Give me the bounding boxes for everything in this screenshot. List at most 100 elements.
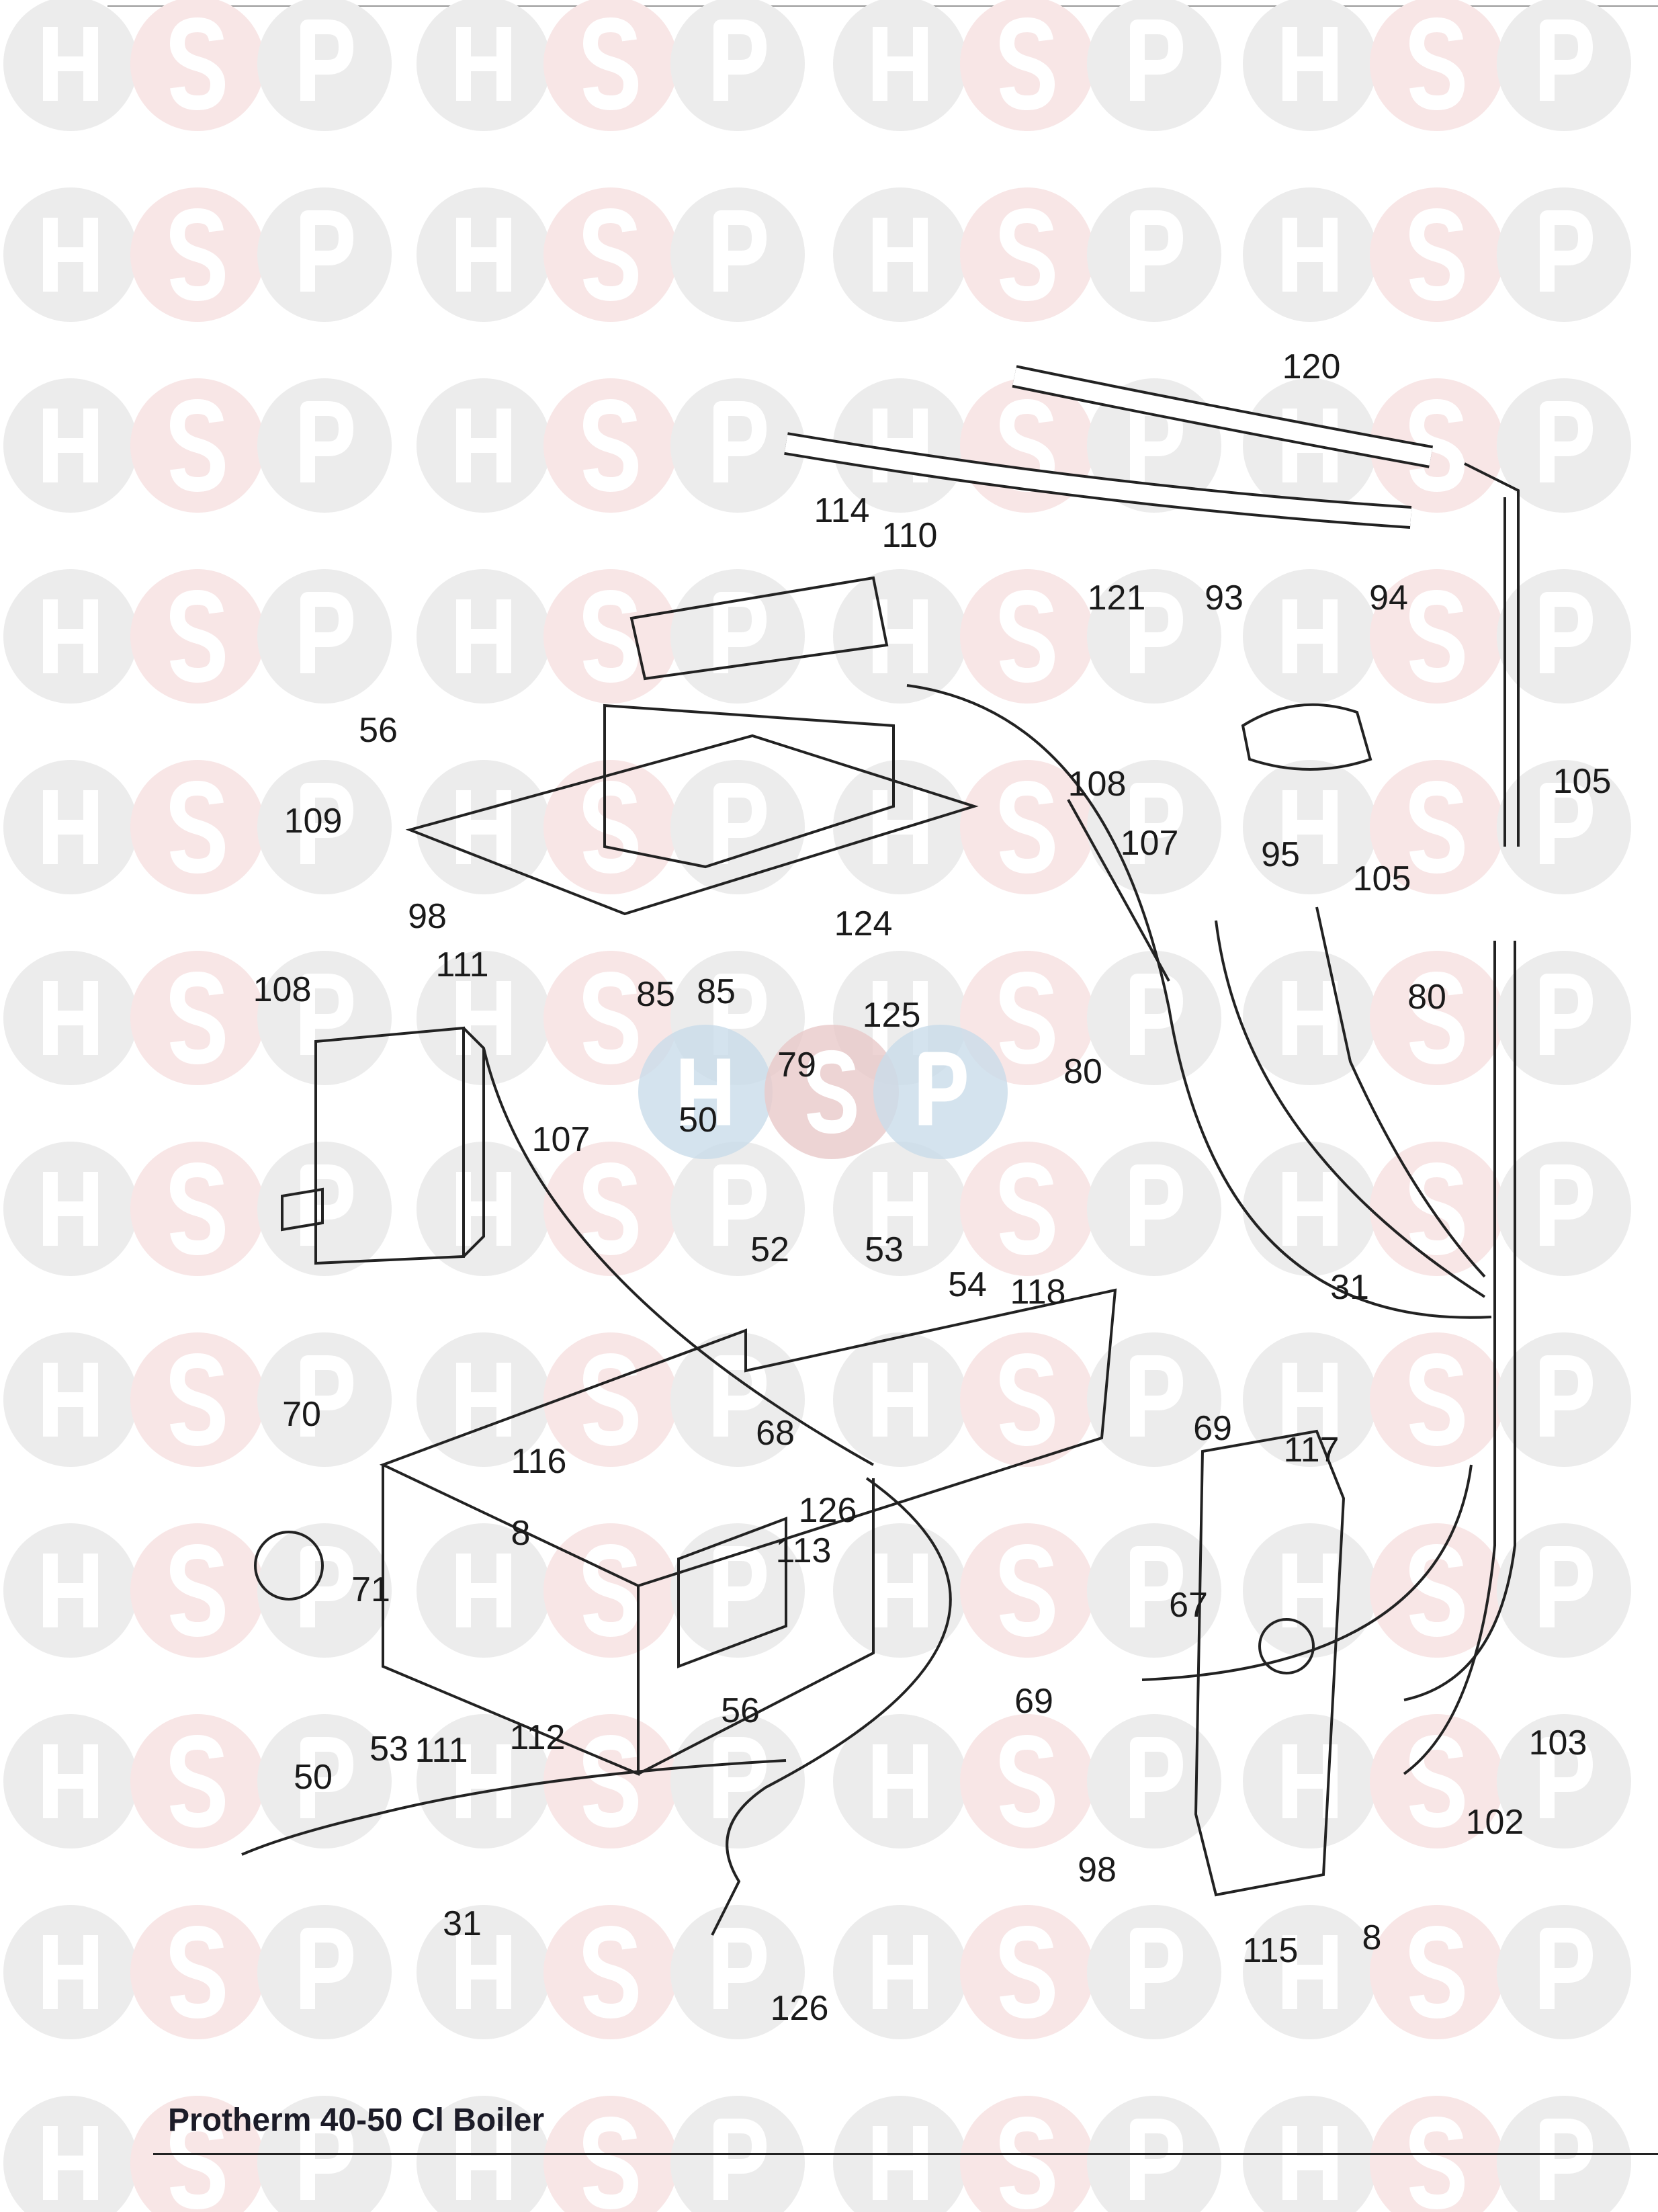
part-label-118[interactable]: 118 [1010, 1273, 1066, 1312]
part-label-31[interactable]: 31 [1330, 1268, 1369, 1307]
part-label-53[interactable]: 53 [369, 1730, 408, 1769]
part-label-93[interactable]: 93 [1205, 579, 1244, 618]
part-label-105[interactable]: 105 [1553, 762, 1612, 801]
watermark-letter-p-shape [1130, 1164, 1183, 1246]
part-label-8[interactable]: 8 [1362, 1918, 1382, 1957]
watermark-letter-h-shape [1282, 1935, 1338, 2009]
part-label-114[interactable]: 114 [814, 491, 870, 530]
part-label-95[interactable]: 95 [1261, 835, 1300, 874]
watermark-letter-s-shape [583, 1544, 638, 1637]
part-label-111[interactable]: 111 [435, 945, 489, 984]
watermark-letter-h-shape [1282, 27, 1338, 101]
part-label-71[interactable]: 71 [351, 1570, 390, 1609]
control-box-window [677, 1517, 787, 1668]
watermark-letter-h-shape [873, 1935, 928, 2009]
watermark-letter-h-shape [456, 1935, 511, 2009]
watermark-letter-p-shape [1130, 2119, 1183, 2200]
part-label-124[interactable]: 124 [834, 904, 893, 943]
watermark-letter-h-shape [1282, 981, 1338, 1055]
part-label-69[interactable]: 69 [1193, 1409, 1232, 1448]
watermark-letter-s-shape [583, 1162, 638, 1255]
watermark-letter-p-shape [713, 1928, 767, 2009]
part-label-109[interactable]: 109 [283, 802, 343, 841]
watermark-letter-p-shape [300, 1164, 353, 1246]
part-label-52[interactable]: 52 [750, 1230, 789, 1269]
watermark-letter-s-shape [1409, 399, 1465, 492]
watermark-letter-s-shape [170, 1544, 225, 1637]
watermark-letter-h-shape [43, 27, 98, 101]
part-label-80[interactable]: 80 [1407, 978, 1446, 1017]
watermark-letter-s-shape [170, 590, 225, 683]
watermark-letter-p-shape [713, 401, 767, 482]
part-label-115[interactable]: 115 [1242, 1931, 1299, 1970]
watermark-letter-h-shape [873, 1172, 928, 1246]
part-label-85[interactable]: 85 [636, 975, 675, 1014]
part-label-108[interactable]: 108 [1067, 765, 1127, 804]
watermark-letter-p-shape [1540, 19, 1593, 101]
part-label-70[interactable]: 70 [282, 1395, 321, 1434]
watermark-letter-s-shape [1000, 1544, 1055, 1637]
part-label-31[interactable]: 31 [443, 1904, 482, 1943]
part-label-68[interactable]: 68 [756, 1414, 795, 1453]
watermark-letter-h-shape [43, 1172, 98, 1246]
part-label-8[interactable]: 8 [511, 1514, 531, 1553]
watermark-letter-s-shape [583, 972, 638, 1064]
part-label-110[interactable]: 110 [881, 516, 938, 555]
part-label-50[interactable]: 50 [294, 1758, 333, 1797]
part-label-108[interactable]: 108 [253, 970, 312, 1009]
watermark-letter-p-shape [1540, 210, 1593, 292]
part-label-121[interactable]: 121 [1087, 579, 1146, 618]
part-label-98[interactable]: 98 [1078, 1851, 1117, 1889]
watermark-letter-p-shape [300, 1546, 353, 1627]
part-label-116[interactable]: 116 [511, 1442, 567, 1481]
part-label-102[interactable]: 102 [1465, 1803, 1524, 1842]
watermark-letter-h-shape [456, 599, 511, 673]
watermark-letter-s-shape [583, 590, 638, 683]
watermark-letter-s-shape [170, 1353, 225, 1446]
watermark-letter-s-shape [170, 399, 225, 492]
part-label-125[interactable]: 125 [862, 996, 921, 1035]
watermark-letter-s-shape [1409, 17, 1465, 110]
part-label-50[interactable]: 50 [679, 1101, 717, 1140]
part-label-107[interactable]: 107 [531, 1120, 591, 1159]
part-label-126[interactable]: 126 [798, 1491, 857, 1530]
part-label-120[interactable]: 120 [1282, 347, 1341, 386]
watermark-letter-h-shape [43, 218, 98, 292]
part-label-79[interactable]: 79 [777, 1046, 816, 1084]
part-label-56[interactable]: 56 [359, 711, 398, 750]
part-label-69[interactable]: 69 [1014, 1682, 1053, 1721]
part-label-105[interactable]: 105 [1352, 859, 1411, 898]
watermark-letter-p-shape [1540, 401, 1593, 482]
part-label-113[interactable]: 113 [775, 1531, 832, 1570]
part-label-103[interactable]: 103 [1528, 1724, 1587, 1762]
wire-79 [482, 1048, 874, 1466]
watermark-letter-s-shape [583, 1353, 638, 1446]
watermark-letter-h-shape [43, 2126, 98, 2200]
watermark-letter-h-shape [456, 1554, 511, 1627]
part-label-94[interactable]: 94 [1369, 579, 1408, 618]
part-label-112[interactable]: 112 [509, 1718, 566, 1757]
part-label-111[interactable]: 111 [414, 1731, 468, 1770]
part-label-53[interactable]: 53 [865, 1230, 904, 1269]
watermark-letter-s-shape [1000, 972, 1055, 1064]
part-label-98[interactable]: 98 [408, 897, 447, 936]
watermark-letter-s-shape [1000, 208, 1055, 301]
part-label-56[interactable]: 56 [721, 1691, 760, 1730]
part-label-54[interactable]: 54 [948, 1265, 987, 1304]
part-label-117[interactable]: 117 [1283, 1431, 1340, 1470]
part-label-85[interactable]: 85 [697, 972, 736, 1011]
part-label-80[interactable]: 80 [1063, 1052, 1102, 1091]
watermark-letter-p-shape [1130, 1355, 1183, 1437]
watermark-letter-p-shape [300, 401, 353, 482]
watermark-letter-p-shape [300, 1355, 353, 1437]
part-label-67[interactable]: 67 [1169, 1586, 1208, 1625]
harness-111 [241, 1759, 787, 1856]
watermark-letter-p-shape [300, 19, 353, 101]
watermark-letter-p-shape [1130, 1546, 1183, 1627]
footer-rule [153, 2153, 1658, 2155]
part-label-107[interactable]: 107 [1120, 824, 1179, 863]
watermark-letter-h-shape [1282, 1172, 1338, 1246]
part-label-126[interactable]: 126 [770, 1989, 829, 2028]
watermark-letter-h-shape [873, 2126, 928, 2200]
watermark-letter-h-shape [456, 218, 511, 292]
